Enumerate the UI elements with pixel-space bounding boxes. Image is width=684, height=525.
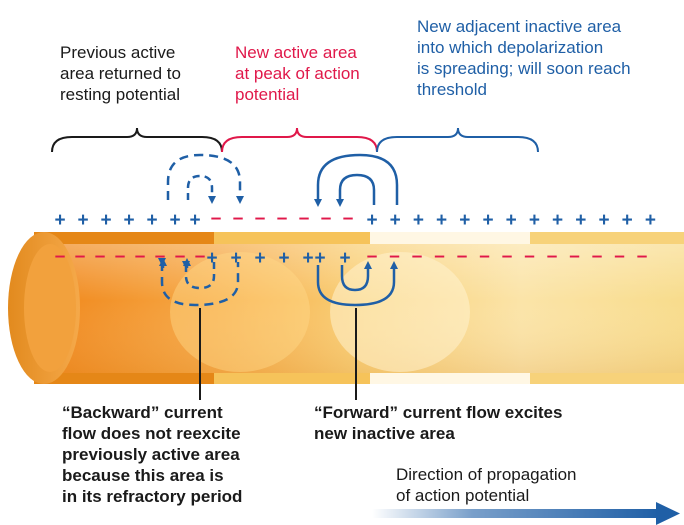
outer-minus-sign: – bbox=[211, 208, 222, 229]
outer-minus-sign: – bbox=[233, 208, 244, 229]
inner-minus-sign: – bbox=[479, 246, 490, 267]
outer-plus-sign: + bbox=[552, 210, 563, 231]
outer-plus-sign: + bbox=[123, 210, 134, 231]
inner-membrane-signs: ––––––––+++++++––––––––––––– bbox=[55, 246, 648, 269]
outer-plus-sign: + bbox=[436, 210, 447, 231]
inner-minus-sign: – bbox=[547, 246, 558, 267]
inner-minus-sign: – bbox=[95, 246, 106, 267]
inner-minus-sign: – bbox=[389, 246, 400, 267]
outer-minus-sign: – bbox=[343, 208, 354, 229]
outer-minus-sign: – bbox=[277, 208, 288, 229]
outer-plus-sign: + bbox=[622, 210, 633, 231]
outer-plus-sign: + bbox=[169, 210, 180, 231]
inner-minus-sign: – bbox=[614, 246, 625, 267]
outer-minus-sign: – bbox=[299, 208, 310, 229]
brace-new-active bbox=[221, 127, 378, 153]
backward-current-outer-loop bbox=[166, 153, 244, 204]
inner-plus-sign: + bbox=[278, 248, 289, 269]
inner-plus-sign: + bbox=[254, 248, 265, 269]
outer-plus-sign: + bbox=[366, 210, 377, 231]
label-backward-flow: “Backward” current flow does not reexcit… bbox=[62, 403, 243, 506]
outer-plus-sign: + bbox=[413, 210, 424, 231]
outer-plus-sign: + bbox=[645, 210, 656, 231]
outer-plus-sign: + bbox=[390, 210, 401, 231]
inner-minus-sign: – bbox=[569, 246, 580, 267]
forward-current-outer-loop bbox=[314, 153, 399, 207]
brace-previous-active bbox=[51, 127, 223, 153]
inner-plus-sign: + bbox=[314, 248, 325, 269]
inner-plus-sign: + bbox=[206, 248, 217, 269]
inner-plus-sign: + bbox=[339, 248, 350, 269]
label-forward-flow: “Forward” current flow excites new inact… bbox=[314, 403, 563, 443]
inner-minus-sign: – bbox=[434, 246, 445, 267]
outer-plus-sign: + bbox=[482, 210, 493, 231]
outer-plus-sign: + bbox=[189, 210, 200, 231]
inner-minus-sign: – bbox=[55, 246, 66, 267]
inner-minus-sign: – bbox=[155, 246, 166, 267]
outer-plus-sign: + bbox=[77, 210, 88, 231]
label-new-active: New active area at peak of action potent… bbox=[235, 43, 360, 104]
label-previous-active: Previous active area returned to resting… bbox=[60, 43, 181, 104]
inner-minus-sign: – bbox=[135, 246, 146, 267]
inner-minus-sign: – bbox=[524, 246, 535, 267]
outer-plus-sign: + bbox=[54, 210, 65, 231]
forward-current-inner-loop bbox=[316, 261, 398, 307]
interior-arrows bbox=[159, 258, 191, 268]
outer-plus-sign: + bbox=[459, 210, 470, 231]
outer-minus-sign: – bbox=[255, 208, 266, 229]
inner-minus-sign: – bbox=[367, 246, 378, 267]
brace-new-inactive bbox=[376, 127, 539, 153]
label-new-inactive: New adjacent inactive area into which de… bbox=[417, 17, 631, 99]
inner-minus-sign: – bbox=[75, 246, 86, 267]
outer-plus-sign: + bbox=[575, 210, 586, 231]
inner-minus-sign: – bbox=[175, 246, 186, 267]
inner-plus-sign: + bbox=[230, 248, 241, 269]
outer-minus-sign: – bbox=[321, 208, 332, 229]
inner-minus-sign: – bbox=[502, 246, 513, 267]
outer-plus-sign: + bbox=[146, 210, 157, 231]
outer-plus-sign: + bbox=[598, 210, 609, 231]
backward-current-inner-loop bbox=[158, 258, 240, 307]
inner-minus-sign: – bbox=[115, 246, 126, 267]
direction-arrow bbox=[372, 502, 680, 525]
outer-plus-sign: + bbox=[529, 210, 540, 231]
inner-minus-sign: – bbox=[457, 246, 468, 267]
inner-minus-sign: – bbox=[412, 246, 423, 267]
inner-plus-sign: + bbox=[302, 248, 313, 269]
label-direction: Direction of propagation of action poten… bbox=[396, 465, 577, 505]
outer-plus-sign: + bbox=[506, 210, 517, 231]
outer-membrane-signs: +++++++–––––––+++++++++++++ bbox=[54, 208, 656, 231]
axon bbox=[8, 232, 684, 384]
inner-minus-sign: – bbox=[637, 246, 648, 267]
inner-minus-sign: – bbox=[195, 246, 206, 267]
inner-minus-sign: – bbox=[592, 246, 603, 267]
outer-plus-sign: + bbox=[100, 210, 111, 231]
